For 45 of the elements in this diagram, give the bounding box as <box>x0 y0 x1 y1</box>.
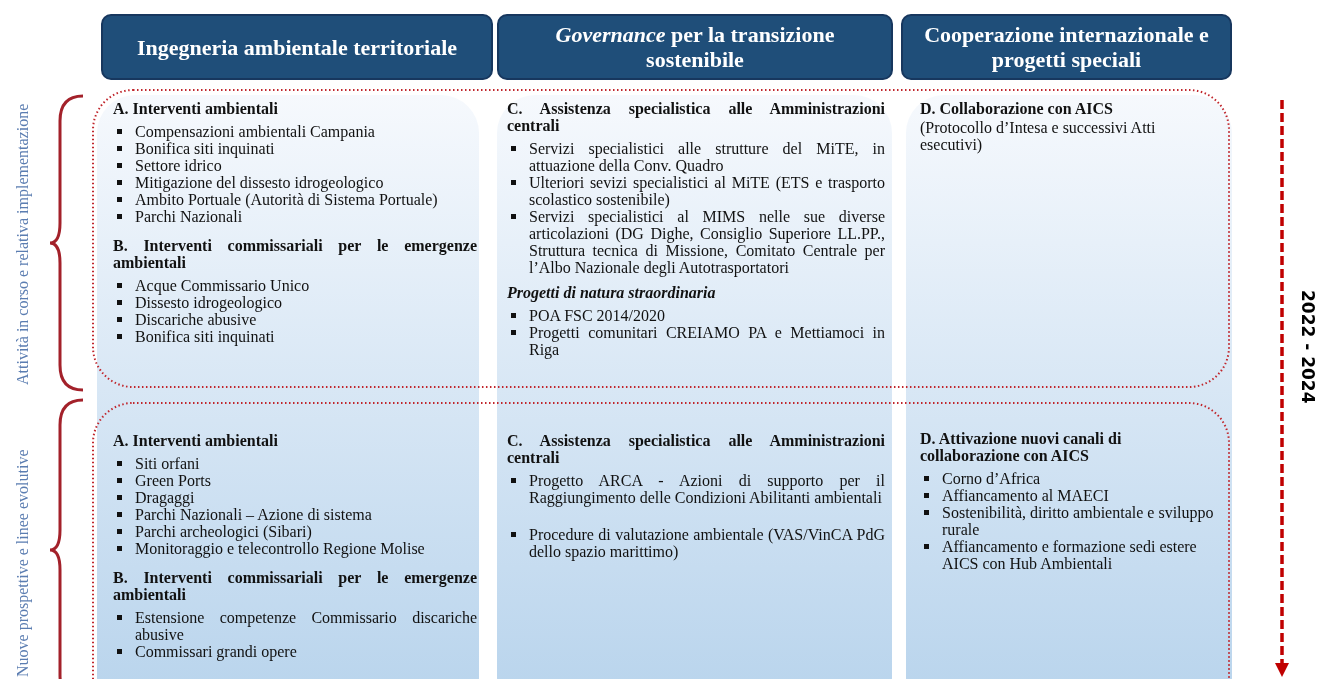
row-label: Attività in corso e relativa implementazione <box>14 103 32 385</box>
list-item: POA FSC 2014/2020 <box>507 307 885 324</box>
column-header: Cooperazione internazionale e progetti speciali <box>901 14 1232 80</box>
list-item: Commissari grandi opere <box>113 643 477 660</box>
section-heading: B. Interventi commissariali per le emergenze ambientali <box>113 569 477 603</box>
list-item: Acque Commissario Unico <box>113 277 477 294</box>
list-item: Progetto ARCA - Azioni di supporto per il Raggiungimento delle Condizioni Abilitanti ambientali <box>507 472 885 506</box>
section-heading: D. Attivazione nuovi canali di collaborazione con AICS <box>920 430 1123 464</box>
section-heading: A. Interventi ambientali <box>113 432 279 449</box>
list-item: Monitoraggio e telecontrollo Regione Molise <box>113 540 477 557</box>
list-item: Parchi Nazionali – Azione di sistema <box>113 506 477 523</box>
list-item: Siti orfani <box>113 455 477 472</box>
column-header: Governance per la transizione sostenibile <box>497 14 893 80</box>
list-item: Servizi specialistici al MIMS nelle sue diverse articolazioni (DG Dighe, Consiglio Superiore LL.PP., Struttura tecnica di Missione, Comitato Centrale per l’Albo Nazionale degli Autotrasportatori <box>507 208 885 276</box>
list-item: Servizi specialistici alle strutture del MiTE, in attuazione della Conv. Quadro <box>507 140 885 174</box>
section-heading: A. Interventi ambientali <box>113 100 279 117</box>
list-item: Procedure di valutazione ambientale (VAS/VinCA PdG dello spazio marittimo) <box>507 526 885 560</box>
list-item: Ulteriori sevizi specialistici al MiTE (ETS e trasporto scolastico sostenibile) <box>507 174 885 208</box>
list-item: Affiancamento e formazione sedi estere AICS con Hub Ambientali <box>920 538 1220 572</box>
list-item: Dragaggi <box>113 489 477 506</box>
list-item: Sostenibilità, diritto ambientale e sviluppo rurale <box>920 504 1220 538</box>
row-label: Nuove prospettive e linee evolutive <box>14 449 32 677</box>
list-item: Estensione competenze Commissario discariche abusive <box>113 609 477 643</box>
list-item: Affiancamento al MAECI <box>920 487 1220 504</box>
period-label: 2022 - 2024 <box>1298 290 1318 404</box>
list-item: Bonifica siti inquinati <box>113 140 477 157</box>
column-header: Ingegneria ambientale territoriale <box>101 14 493 80</box>
list-item: Corno d’Africa <box>920 470 1220 487</box>
list-item: Parchi Nazionali <box>113 208 477 225</box>
note: (Protocollo d’Intesa e successivi Atti esecutivi) <box>920 119 1157 153</box>
section-heading: B. Interventi commissariali per le emergenze ambientali <box>113 237 477 271</box>
list-item: Progetti comunitari CREIAMO PA e Mettiamoci in Riga <box>507 324 885 358</box>
list-item: Mitigazione del dissesto idrogeologico <box>113 174 477 191</box>
list-item: Ambito Portuale (Autorità di Sistema Portuale) <box>113 191 477 208</box>
list-item: Parchi archeologici (Sibari) <box>113 523 477 540</box>
list-item: Dissesto idrogeologico <box>113 294 477 311</box>
list-item: Bonifica siti inquinati <box>113 328 477 345</box>
section-heading: C. Assistenza specialistica alle Amministrazioni centrali <box>507 432 885 466</box>
list-item: Settore idrico <box>113 157 477 174</box>
subheading: Progetti di natura straordinaria <box>507 284 717 301</box>
list-item: Discariche abusive <box>113 311 477 328</box>
list-item: Green Ports <box>113 472 477 489</box>
section-heading: C. Assistenza specialistica alle Amministrazioni centrali <box>507 100 885 134</box>
list-item: Compensazioni ambientali Campania <box>113 123 477 140</box>
section-heading: D. Collaborazione con AICS <box>920 100 1114 117</box>
